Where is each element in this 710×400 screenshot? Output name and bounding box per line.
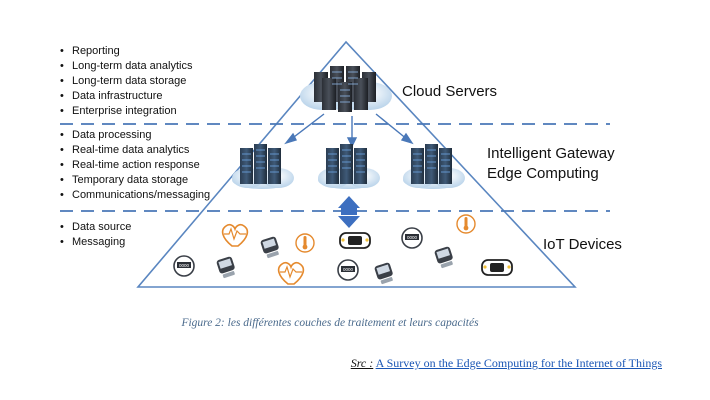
- list-item: Long-term data storage: [60, 74, 192, 89]
- list-item: Enterprise integration: [60, 104, 192, 119]
- edge-capabilities-list: Data processing Real-time data analytics…: [60, 128, 210, 203]
- heart-monitor-icon: [221, 223, 249, 247]
- source-prefix: Src :: [350, 356, 374, 370]
- list-item: Real-time action response: [60, 158, 210, 173]
- handheld-device-icon: [374, 262, 393, 285]
- smart-meter-icon: 0000: [401, 227, 423, 249]
- list-item: Communications/messaging: [60, 188, 210, 203]
- cloud-capabilities-list: Reporting Long-term data analytics Long-…: [60, 44, 192, 119]
- source-link[interactable]: A Survey on the Edge Computing for the I…: [375, 356, 662, 370]
- source-citation: Src : A Survey on the Edge Computing for…: [351, 356, 662, 371]
- smart-meter-icon: 0000: [337, 259, 359, 281]
- meter-readout: 0000: [343, 267, 354, 272]
- cloud-gateway-arrows: [284, 113, 414, 148]
- list-item: Reporting: [60, 44, 192, 59]
- edge-computing-pyramid-diagram: 0000 0000 0000: [60, 40, 610, 288]
- list-item: Data processing: [60, 128, 210, 143]
- list-item: Real-time data analytics: [60, 143, 210, 158]
- figure-caption: Figure 2: les différentes couches de tra…: [181, 317, 479, 329]
- gateway-server-icon: [403, 144, 465, 189]
- list-item: Data infrastructure: [60, 89, 192, 104]
- iot-devices-label: IoT Devices: [543, 236, 622, 253]
- list-item: Long-term data analytics: [60, 59, 192, 74]
- heart-monitor-icon: [277, 261, 305, 285]
- thermometer-icon: [295, 233, 315, 253]
- gateway-server-icon: [318, 144, 380, 189]
- car-icon: [481, 259, 513, 276]
- bidirectional-arrow-icon: [338, 196, 360, 228]
- list-item: Messaging: [60, 235, 131, 250]
- handheld-device-icon: [216, 256, 235, 279]
- gateway-server-icon: [232, 144, 294, 189]
- meter-readout: 0000: [179, 263, 190, 268]
- meter-readout: 0000: [407, 235, 418, 240]
- car-icon: [339, 232, 371, 249]
- smart-meter-icon: 0000: [173, 255, 195, 277]
- cloud-servers-icon: [300, 66, 392, 112]
- edge-layer-label-line-1: Intelligent Gateway: [487, 145, 615, 162]
- thermometer-icon: [456, 214, 476, 234]
- handheld-device-icon: [260, 236, 279, 259]
- cloud-servers-label: Cloud Servers: [402, 83, 498, 100]
- edge-layer-label-line-2: Edge Computing: [487, 165, 599, 182]
- iot-capabilities-list: Data source Messaging: [60, 220, 131, 250]
- handheld-device-icon: [434, 246, 453, 269]
- edge-layer-label: Intelligent Gateway Edge Computing: [487, 144, 615, 184]
- list-item: Data source: [60, 220, 131, 235]
- list-item: Temporary data storage: [60, 173, 210, 188]
